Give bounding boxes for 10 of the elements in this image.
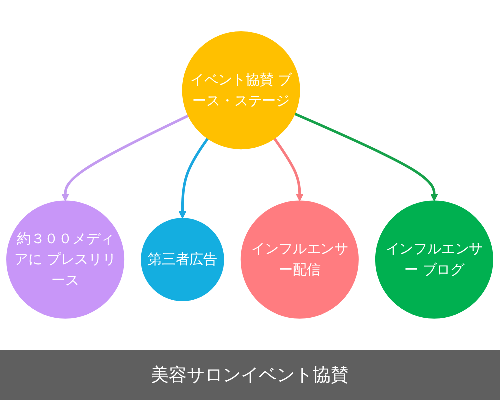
node-circle: 約３００メディアに プレスリリース	[6, 200, 125, 319]
arrow	[274, 138, 304, 202]
node-circle: 第三者広告	[141, 218, 224, 302]
node-circle: インフルエンサー ブログ	[375, 200, 494, 319]
node-circle: インフルエンサー配信	[240, 200, 359, 319]
caption: 美容サロンイベント協賛	[151, 364, 349, 387]
arrow	[178, 138, 210, 219]
node-circle: イベント協賛 ブース・ステージ	[182, 31, 300, 150]
arrow	[294, 112, 438, 202]
arrow	[62, 114, 190, 202]
